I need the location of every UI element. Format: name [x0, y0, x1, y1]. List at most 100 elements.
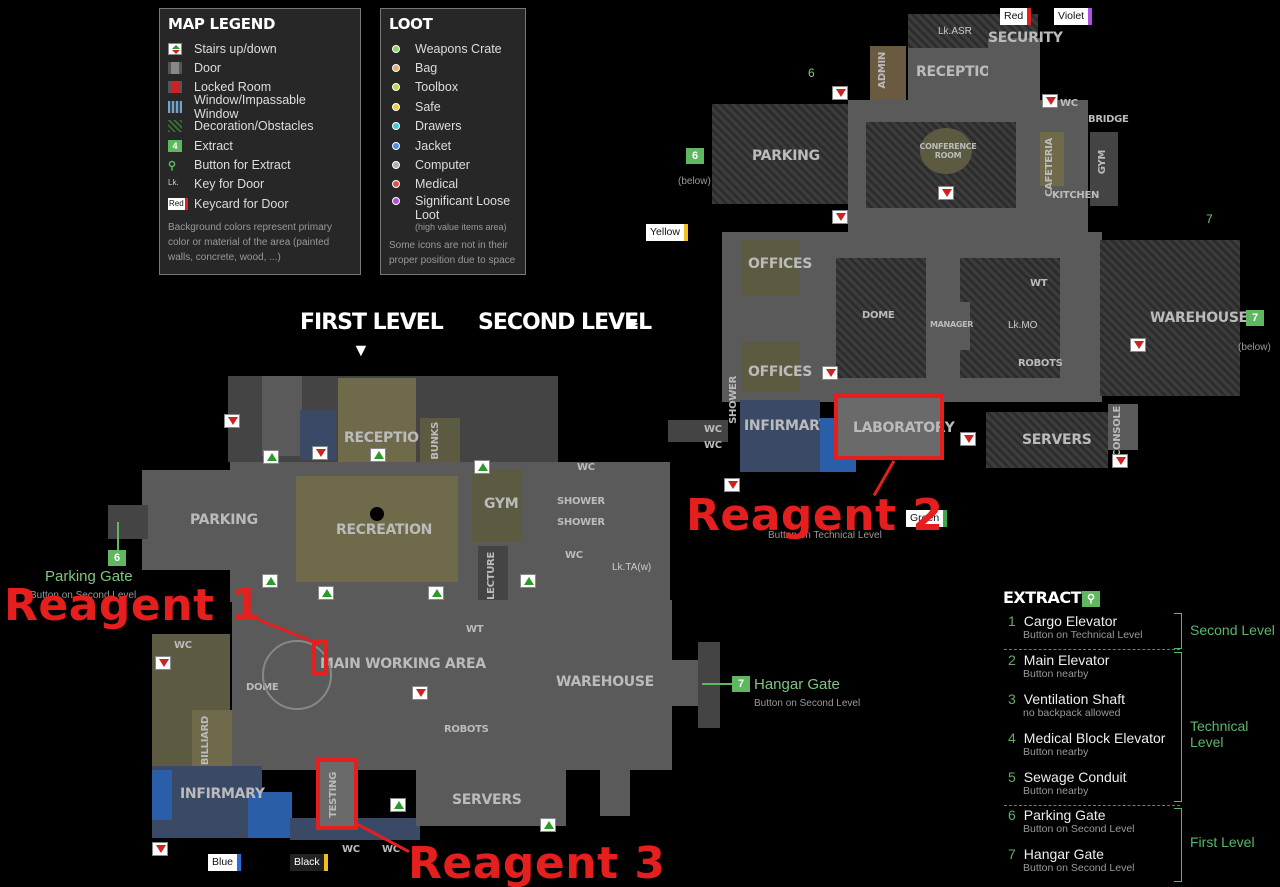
second-bridge-label: BRIDGE	[1088, 114, 1129, 125]
first-stairs-up-5[interactable]	[318, 586, 334, 600]
first-stairs-up-8[interactable]	[540, 818, 556, 832]
extract-group-technical: Technical Level	[1190, 718, 1249, 750]
first-recreation-room[interactable]	[296, 476, 458, 582]
first-testing-room[interactable]	[318, 760, 356, 828]
first-bunks-room[interactable]	[420, 418, 460, 464]
second-stairs-down-7[interactable]	[724, 478, 740, 492]
second-gym-room[interactable]	[1090, 132, 1118, 206]
first-infirmary-label: INFIRMARY	[180, 786, 265, 802]
first-stairs-up-2[interactable]	[370, 448, 386, 462]
first-billiard-room[interactable]	[192, 710, 232, 766]
second-extract-6-marker: 6	[808, 66, 815, 80]
window-icon	[168, 100, 182, 113]
second-warehouse-below: (below)	[1238, 342, 1271, 353]
second-conference-label: CONFERENCE ROOM	[919, 142, 977, 160]
first-stairs-up-6[interactable]	[428, 586, 444, 600]
second-left-corridor	[668, 420, 728, 442]
second-violet-keycard: Violet	[1054, 8, 1093, 25]
first-stairs-up-3[interactable]	[474, 460, 490, 474]
first-stairs-up-7[interactable]	[520, 574, 536, 588]
second-warehouse-label: WAREHOUSE	[1150, 310, 1248, 326]
second-stairs-down-4[interactable]	[1042, 94, 1058, 108]
first-billiard-label: BILLIARD	[200, 716, 211, 766]
second-console-label: CONSOLE	[1112, 406, 1123, 458]
second-extract-7-marker: 7	[1206, 212, 1213, 226]
first-stairs-updown-1[interactable]	[152, 842, 168, 856]
first-stairs-updown-2[interactable]	[390, 798, 406, 812]
second-servers-room[interactable]	[986, 412, 1108, 468]
second-stairs-down-1[interactable]	[832, 86, 848, 100]
second-warehouse-room[interactable]	[1100, 240, 1240, 396]
second-gym-label: GYM	[1097, 150, 1108, 175]
second-shower-label: SHOWER	[728, 376, 739, 424]
second-security-room[interactable]	[988, 38, 1040, 104]
first-key-ta: Lk.TA(w)	[612, 562, 652, 573]
second-console-room[interactable]	[1108, 404, 1138, 450]
first-extract-6-icon[interactable]: 6	[108, 550, 126, 566]
second-laboratory-room[interactable]	[838, 398, 940, 456]
first-lecture-room[interactable]	[478, 546, 508, 602]
first-servers-room[interactable]	[416, 768, 538, 826]
reagent-3-box	[316, 758, 358, 830]
first-hangar-arrow	[702, 683, 732, 685]
second-extract-7-icon[interactable]: 7	[1246, 310, 1264, 326]
second-offices1-room[interactable]	[742, 240, 800, 296]
second-key-mo: Lk.MO	[1008, 320, 1038, 331]
second-reception-room[interactable]	[908, 48, 988, 104]
loot-item: Medical	[389, 175, 517, 194]
loot-item: Jacket	[389, 136, 517, 155]
first-stairs-down-3[interactable]	[155, 656, 171, 670]
first-stairs-down-1[interactable]	[224, 414, 240, 428]
first-stairs-up-4[interactable]	[262, 574, 278, 588]
first-level-title: FIRST LEVEL	[300, 310, 444, 335]
second-admin-room[interactable]	[870, 46, 906, 102]
legend-item: Decoration/Obstacles	[168, 117, 352, 136]
stairs-icon	[168, 42, 182, 55]
locked-room-icon	[168, 81, 182, 94]
first-level-arrow: ▼	[352, 340, 370, 360]
first-stairs-down-4[interactable]	[412, 686, 428, 700]
second-manager-room[interactable]	[926, 302, 970, 350]
second-stairs-down-3[interactable]	[832, 210, 848, 224]
first-stairs-up-1[interactable]	[263, 450, 279, 464]
loot-item: Drawers	[389, 117, 517, 136]
first-gym-room[interactable]	[472, 470, 522, 542]
loot-title: LOOT	[389, 15, 433, 33]
second-cafeteria-room[interactable]	[1040, 132, 1064, 186]
second-cargo-note: Button on Technical Level	[768, 530, 882, 541]
loot-item: Computer	[389, 155, 517, 174]
second-conference-room[interactable]	[920, 128, 972, 174]
second-wc3-label: WC	[704, 440, 722, 451]
first-parking-room[interactable]	[142, 470, 278, 570]
second-red-keycard: Red	[1000, 8, 1032, 25]
first-parking-gate-sub: Button on Second Level	[30, 590, 137, 601]
first-shower-block[interactable]	[548, 488, 598, 534]
keycard-icon: Red	[168, 197, 188, 210]
second-reception-label: RECEPTION	[916, 64, 1003, 80]
first-warehouse[interactable]	[528, 600, 668, 740]
second-stairs-down-9[interactable]	[1130, 338, 1146, 352]
first-parking-label: PARKING	[190, 512, 258, 528]
loot-item: Significant Loose Loot(high value items …	[389, 194, 517, 232]
second-infirmary-room[interactable]	[740, 400, 820, 472]
second-stairs-down-6[interactable]	[1112, 454, 1128, 468]
second-stairs-down-8[interactable]	[960, 432, 976, 446]
first-extract-7-icon[interactable]: 7	[732, 676, 750, 692]
second-wt-room[interactable]	[960, 258, 1060, 378]
second-stairs-down-2[interactable]	[938, 186, 954, 200]
second-dome-room[interactable]	[836, 258, 926, 378]
first-recreation-label: RECREATION	[336, 522, 433, 538]
second-offices1-label: OFFICES	[748, 256, 813, 272]
first-shower1-label: SHOWER	[557, 496, 605, 507]
first-parking-arrow	[117, 522, 119, 550]
second-stairs-down-5[interactable]	[822, 366, 838, 380]
second-offices2-label: OFFICES	[748, 364, 813, 380]
second-extract-6-icon[interactable]: 6	[686, 148, 704, 164]
first-stairs-down-2[interactable]	[312, 446, 328, 460]
first-hangar-gate-title: Hangar Gate	[754, 676, 840, 693]
second-parking-room[interactable]	[712, 104, 848, 204]
second-offices2-room[interactable]	[742, 342, 800, 392]
second-manager-label: MANAGER	[930, 320, 974, 329]
